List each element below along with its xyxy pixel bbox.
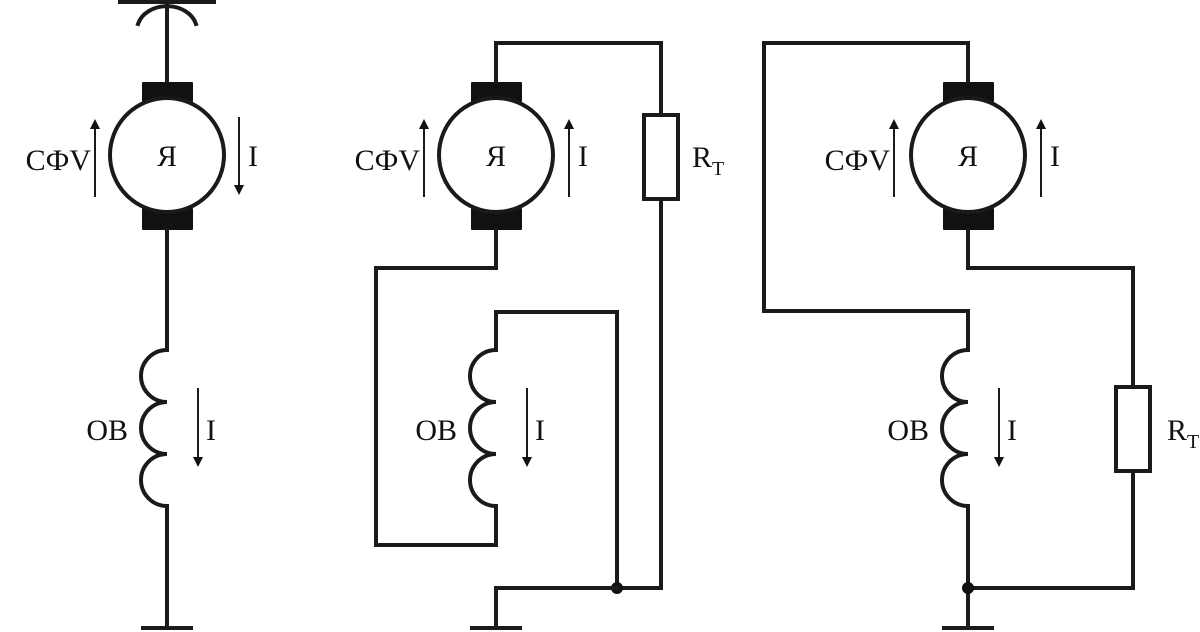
emf-label: СФV [26,144,92,177]
field-current-label: I [1007,414,1017,447]
field-coil-icon [940,347,971,509]
wire [762,41,970,352]
field-winding-label: ОВ [86,414,128,447]
junction-dot [962,582,974,594]
brush-top [142,82,193,102]
armature-motor-icon: Я [909,82,1027,230]
resistor-icon [642,113,680,201]
resistor-label: RT [692,141,724,180]
brush-bottom [142,208,193,230]
wire [494,310,619,590]
circuit-series-motoring: Я СФV I ОВ I [26,0,258,630]
field-coil-icon [139,347,170,509]
armature-current-label: I [578,140,588,173]
field-coil-icon [468,347,499,509]
wire [966,228,1135,389]
wire [494,41,663,117]
wire [615,197,663,590]
wire [494,586,619,630]
field-winding-label: ОВ [415,414,457,447]
armature-motor-icon: Я [108,82,226,230]
armature-label: Я [486,140,506,173]
emf-label: СФV [825,144,891,177]
armature-current-label: I [1050,140,1060,173]
resistor-icon [1114,385,1152,473]
field-current-label: I [535,414,545,447]
armature-label: Я [958,140,978,173]
field-winding-label: ОВ [887,414,929,447]
circuit-braking-field-reversed: RT Я СФV I ОВ I [355,41,724,630]
wire [966,469,1135,590]
field-current-label: I [206,414,216,447]
resistor-label: RT [1167,414,1199,453]
armature-motor-icon: Я [437,82,555,230]
armature-label: Я [157,140,177,173]
emf-label: СФV [355,144,421,177]
circuit-braking-series: Я СФV I RT ОВ I [762,41,1199,630]
armature-current-label: I [248,140,258,173]
wire [374,228,498,547]
